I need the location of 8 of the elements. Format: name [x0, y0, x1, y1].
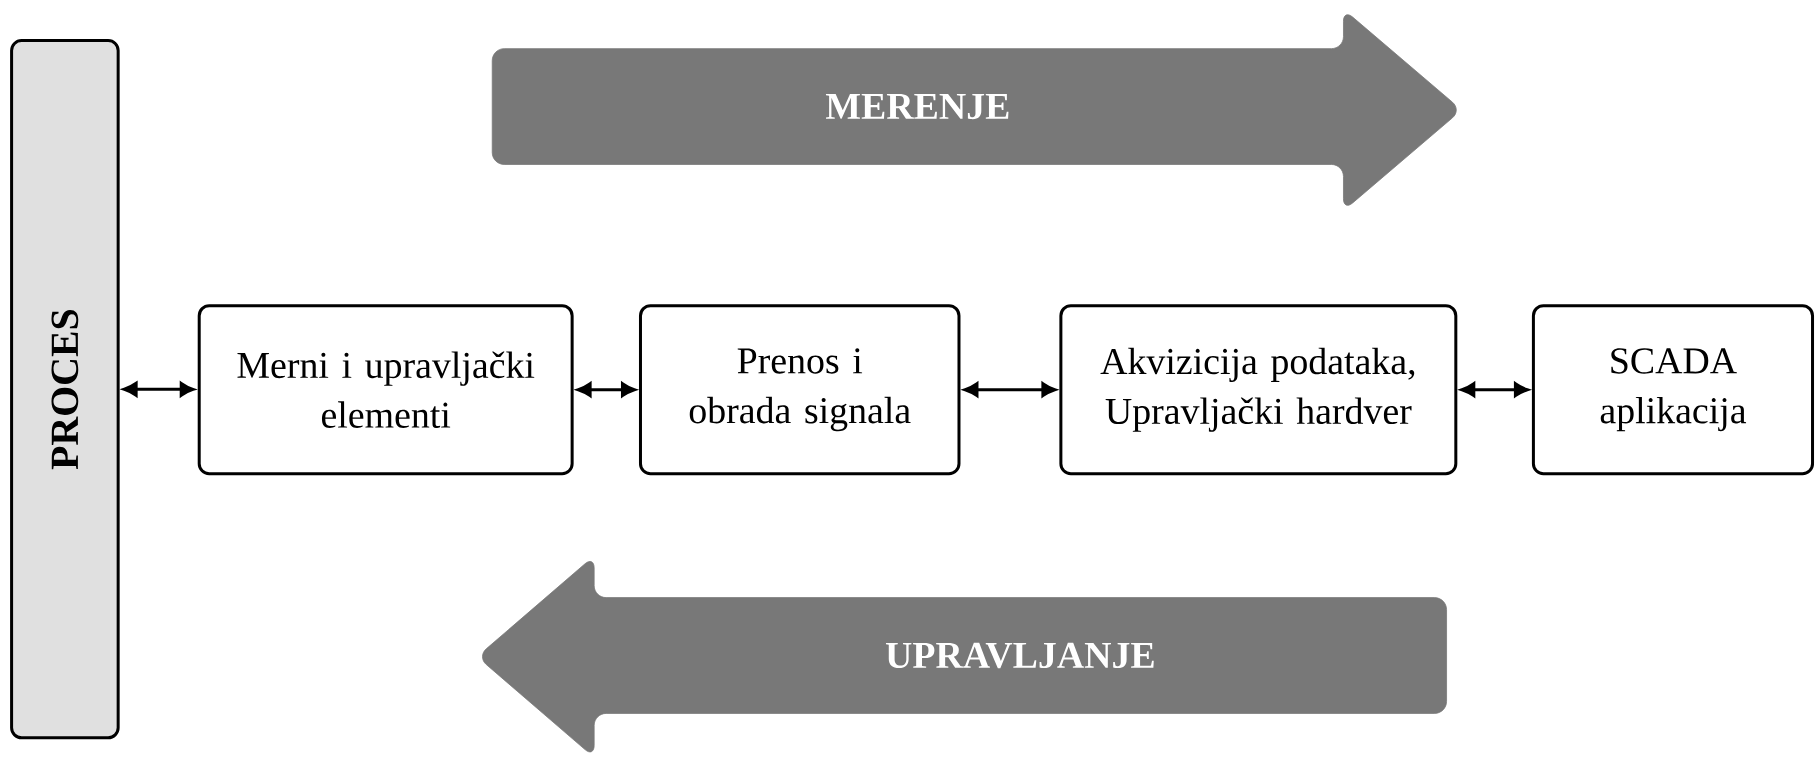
process-box: Prenos i obrada signala [639, 304, 961, 475]
double-arrow [963, 382, 1057, 397]
double-arrow [122, 381, 195, 397]
process-box: Akvizicija podataka, Upravljački hardver [1059, 304, 1458, 475]
double-arrow [1460, 382, 1529, 397]
process-box: Merni i upravljački elementi [197, 304, 574, 475]
process-box: SCADA aplikacija [1531, 304, 1815, 475]
process-band: PROCES [10, 38, 120, 740]
